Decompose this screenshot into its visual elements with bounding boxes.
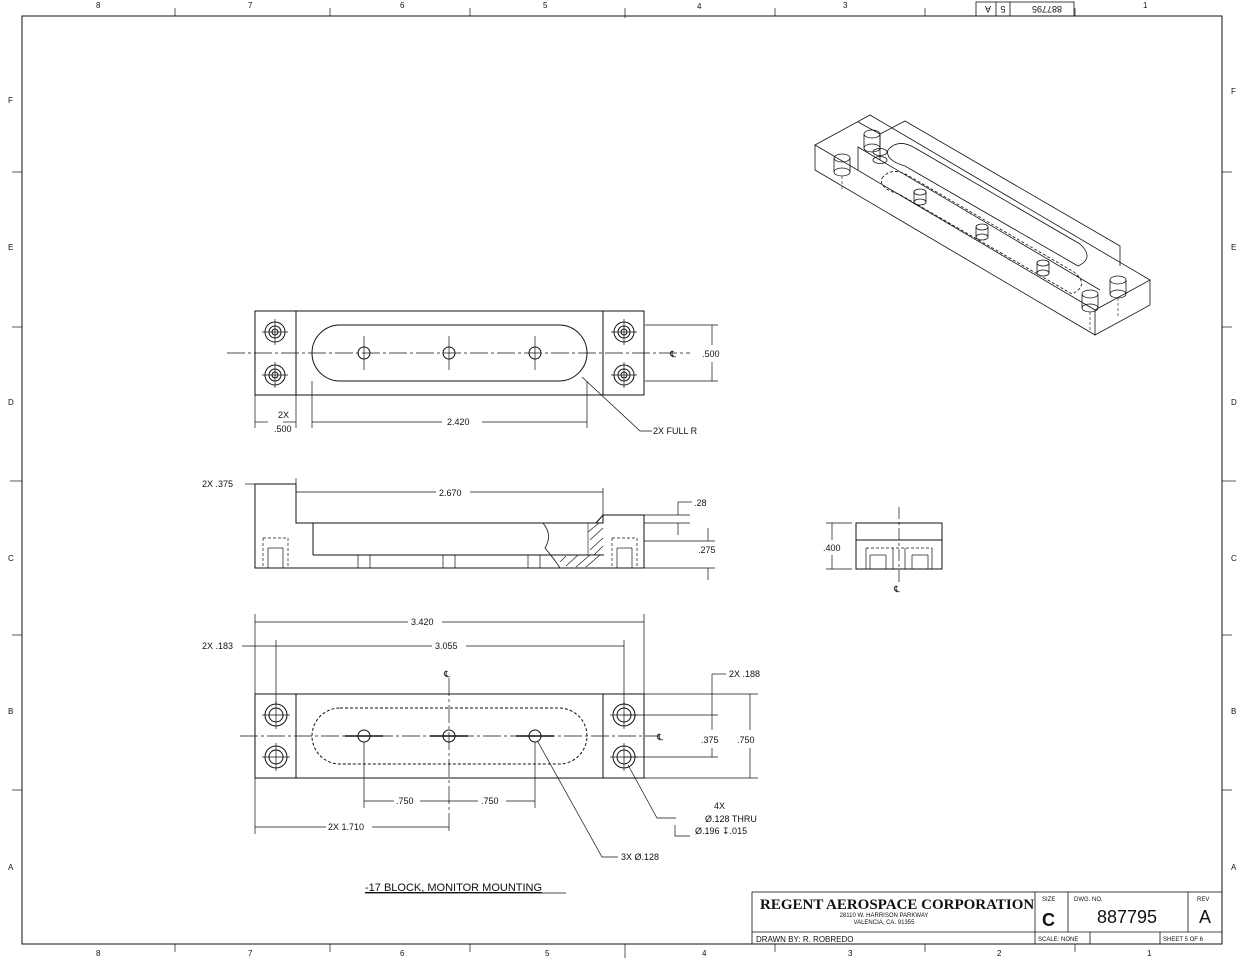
- bottom-note-count: 4X: [714, 801, 725, 811]
- stamp-rev: A: [985, 4, 991, 14]
- front-view: 2X .375 2.670 .28 .275: [202, 478, 716, 580]
- top-note-full-r: 2X FULL R: [653, 426, 698, 436]
- zone-left-c: C: [8, 554, 14, 563]
- bottom-dim-750-left: .750: [396, 796, 414, 806]
- zone-top-1: 1: [1143, 1, 1148, 10]
- front-dim-375: 2X .375: [202, 479, 233, 489]
- scale-value: SCALE: NONE: [1038, 937, 1078, 943]
- top-dim-slot-length: 2.420: [447, 417, 470, 427]
- company-name: REGENT AEROSPACE CORPORATION: [760, 897, 1034, 913]
- zone-right-b: B: [1231, 707, 1236, 716]
- bottom-note-thru: Ø.128 THRU: [705, 814, 757, 824]
- sheet-value: SHEET 5 OF 6: [1163, 937, 1204, 943]
- bottom-centerline-mark-h: ℄: [656, 732, 663, 742]
- side-view: .400 ℄: [823, 507, 943, 594]
- bottom-dim-750-right: .750: [481, 796, 499, 806]
- dwg-no-label: DWG. NO.: [1074, 897, 1103, 903]
- zone-right-c: C: [1231, 554, 1237, 563]
- bottom-dim-750-height: .750: [737, 735, 755, 745]
- top-view: .500 2X .500 2.420 2X FULL R ℄: [227, 310, 720, 436]
- top-dim-2x: 2X: [278, 410, 289, 420]
- top-dim-2x-value: .500: [274, 424, 292, 434]
- side-centerline-mark: ℄: [893, 584, 900, 594]
- zone-right-f: F: [1231, 87, 1236, 96]
- sheet-border: [21, 15, 1223, 945]
- bottom-dim-375: .375: [701, 735, 719, 745]
- zone-top-5: 5: [543, 1, 548, 10]
- bottom-note-3x: 3X Ø.128: [621, 852, 659, 862]
- front-dim-28: .28: [694, 498, 707, 508]
- bottom-dim-3420: 3.420: [411, 617, 434, 627]
- zone-bottom-6: 6: [400, 949, 405, 958]
- bottom-view: 3.420 3.055 2X .183 2X .188 .375 .750 .7…: [202, 614, 760, 862]
- bottom-dim-1710: 2X 1.710: [328, 822, 364, 832]
- zone-bottom-4: 4: [702, 949, 707, 958]
- top-centerline-mark: ℄: [669, 349, 676, 359]
- zone-bottom-2: 2: [997, 949, 1002, 958]
- zone-bottom-3: 3: [848, 949, 853, 958]
- title-block: [751, 891, 1223, 945]
- zone-left-e: E: [8, 243, 13, 252]
- bottom-centerline-mark: ℄: [443, 669, 450, 679]
- zone-left-f: F: [8, 96, 13, 105]
- stamp-sheet: 5: [1000, 4, 1005, 14]
- zone-top-3: 3: [843, 1, 848, 10]
- front-dim-2670: 2.670: [439, 488, 462, 498]
- zone-bottom-8: 8: [96, 949, 101, 958]
- zone-bottom-7: 7: [248, 949, 253, 958]
- stamp-dwg: 887795: [1032, 4, 1062, 14]
- top-view-holes: [264, 321, 635, 386]
- zone-bottom-5: 5: [545, 949, 550, 958]
- rev-value: A: [1199, 907, 1211, 927]
- corner-stamp: A 5 887795: [975, 1, 1075, 17]
- bottom-dim-183: 2X .183: [202, 641, 233, 651]
- zone-top-6: 6: [400, 1, 405, 10]
- size-label: SIZE: [1042, 897, 1055, 903]
- rev-label: REV: [1197, 897, 1209, 903]
- zone-left-b: B: [8, 707, 13, 716]
- company-address-line1: 28110 W. HARRISON PARKWAY: [840, 913, 929, 919]
- zone-right-e: E: [1231, 243, 1236, 252]
- bottom-dim-188: 2X .188: [729, 669, 760, 679]
- zone-right-d: D: [1231, 398, 1237, 407]
- zone-top-7: 7: [248, 1, 253, 10]
- front-dim-275: .275: [698, 545, 716, 555]
- bottom-dim-3055: 3.055: [435, 641, 458, 651]
- zone-top-8: 8: [96, 1, 101, 10]
- zone-top-4: 4: [697, 2, 702, 11]
- company-address-line2: VALENCIA, CA. 91355: [854, 920, 916, 926]
- side-dim-400: .400: [823, 543, 841, 553]
- top-dim-width: .500: [702, 349, 720, 359]
- drawn-by: DRAWN BY: R. ROBREDO: [756, 935, 854, 944]
- zone-bottom-1: 1: [1147, 949, 1152, 958]
- zone-right-a: A: [1231, 863, 1237, 872]
- isometric-view: [814, 114, 1151, 336]
- section-hatch: [559, 522, 604, 568]
- size-value: C: [1042, 910, 1055, 930]
- zone-ticks: [10, 8, 1236, 958]
- zone-left-a: A: [8, 863, 14, 872]
- dwg-no-value: 887795: [1097, 907, 1157, 927]
- bottom-note-cbore: Ø.196 ↧.015: [695, 826, 747, 836]
- zone-left-d: D: [8, 398, 14, 407]
- drawing-caption: -17 BLOCK, MONITOR MOUNTING: [365, 882, 542, 894]
